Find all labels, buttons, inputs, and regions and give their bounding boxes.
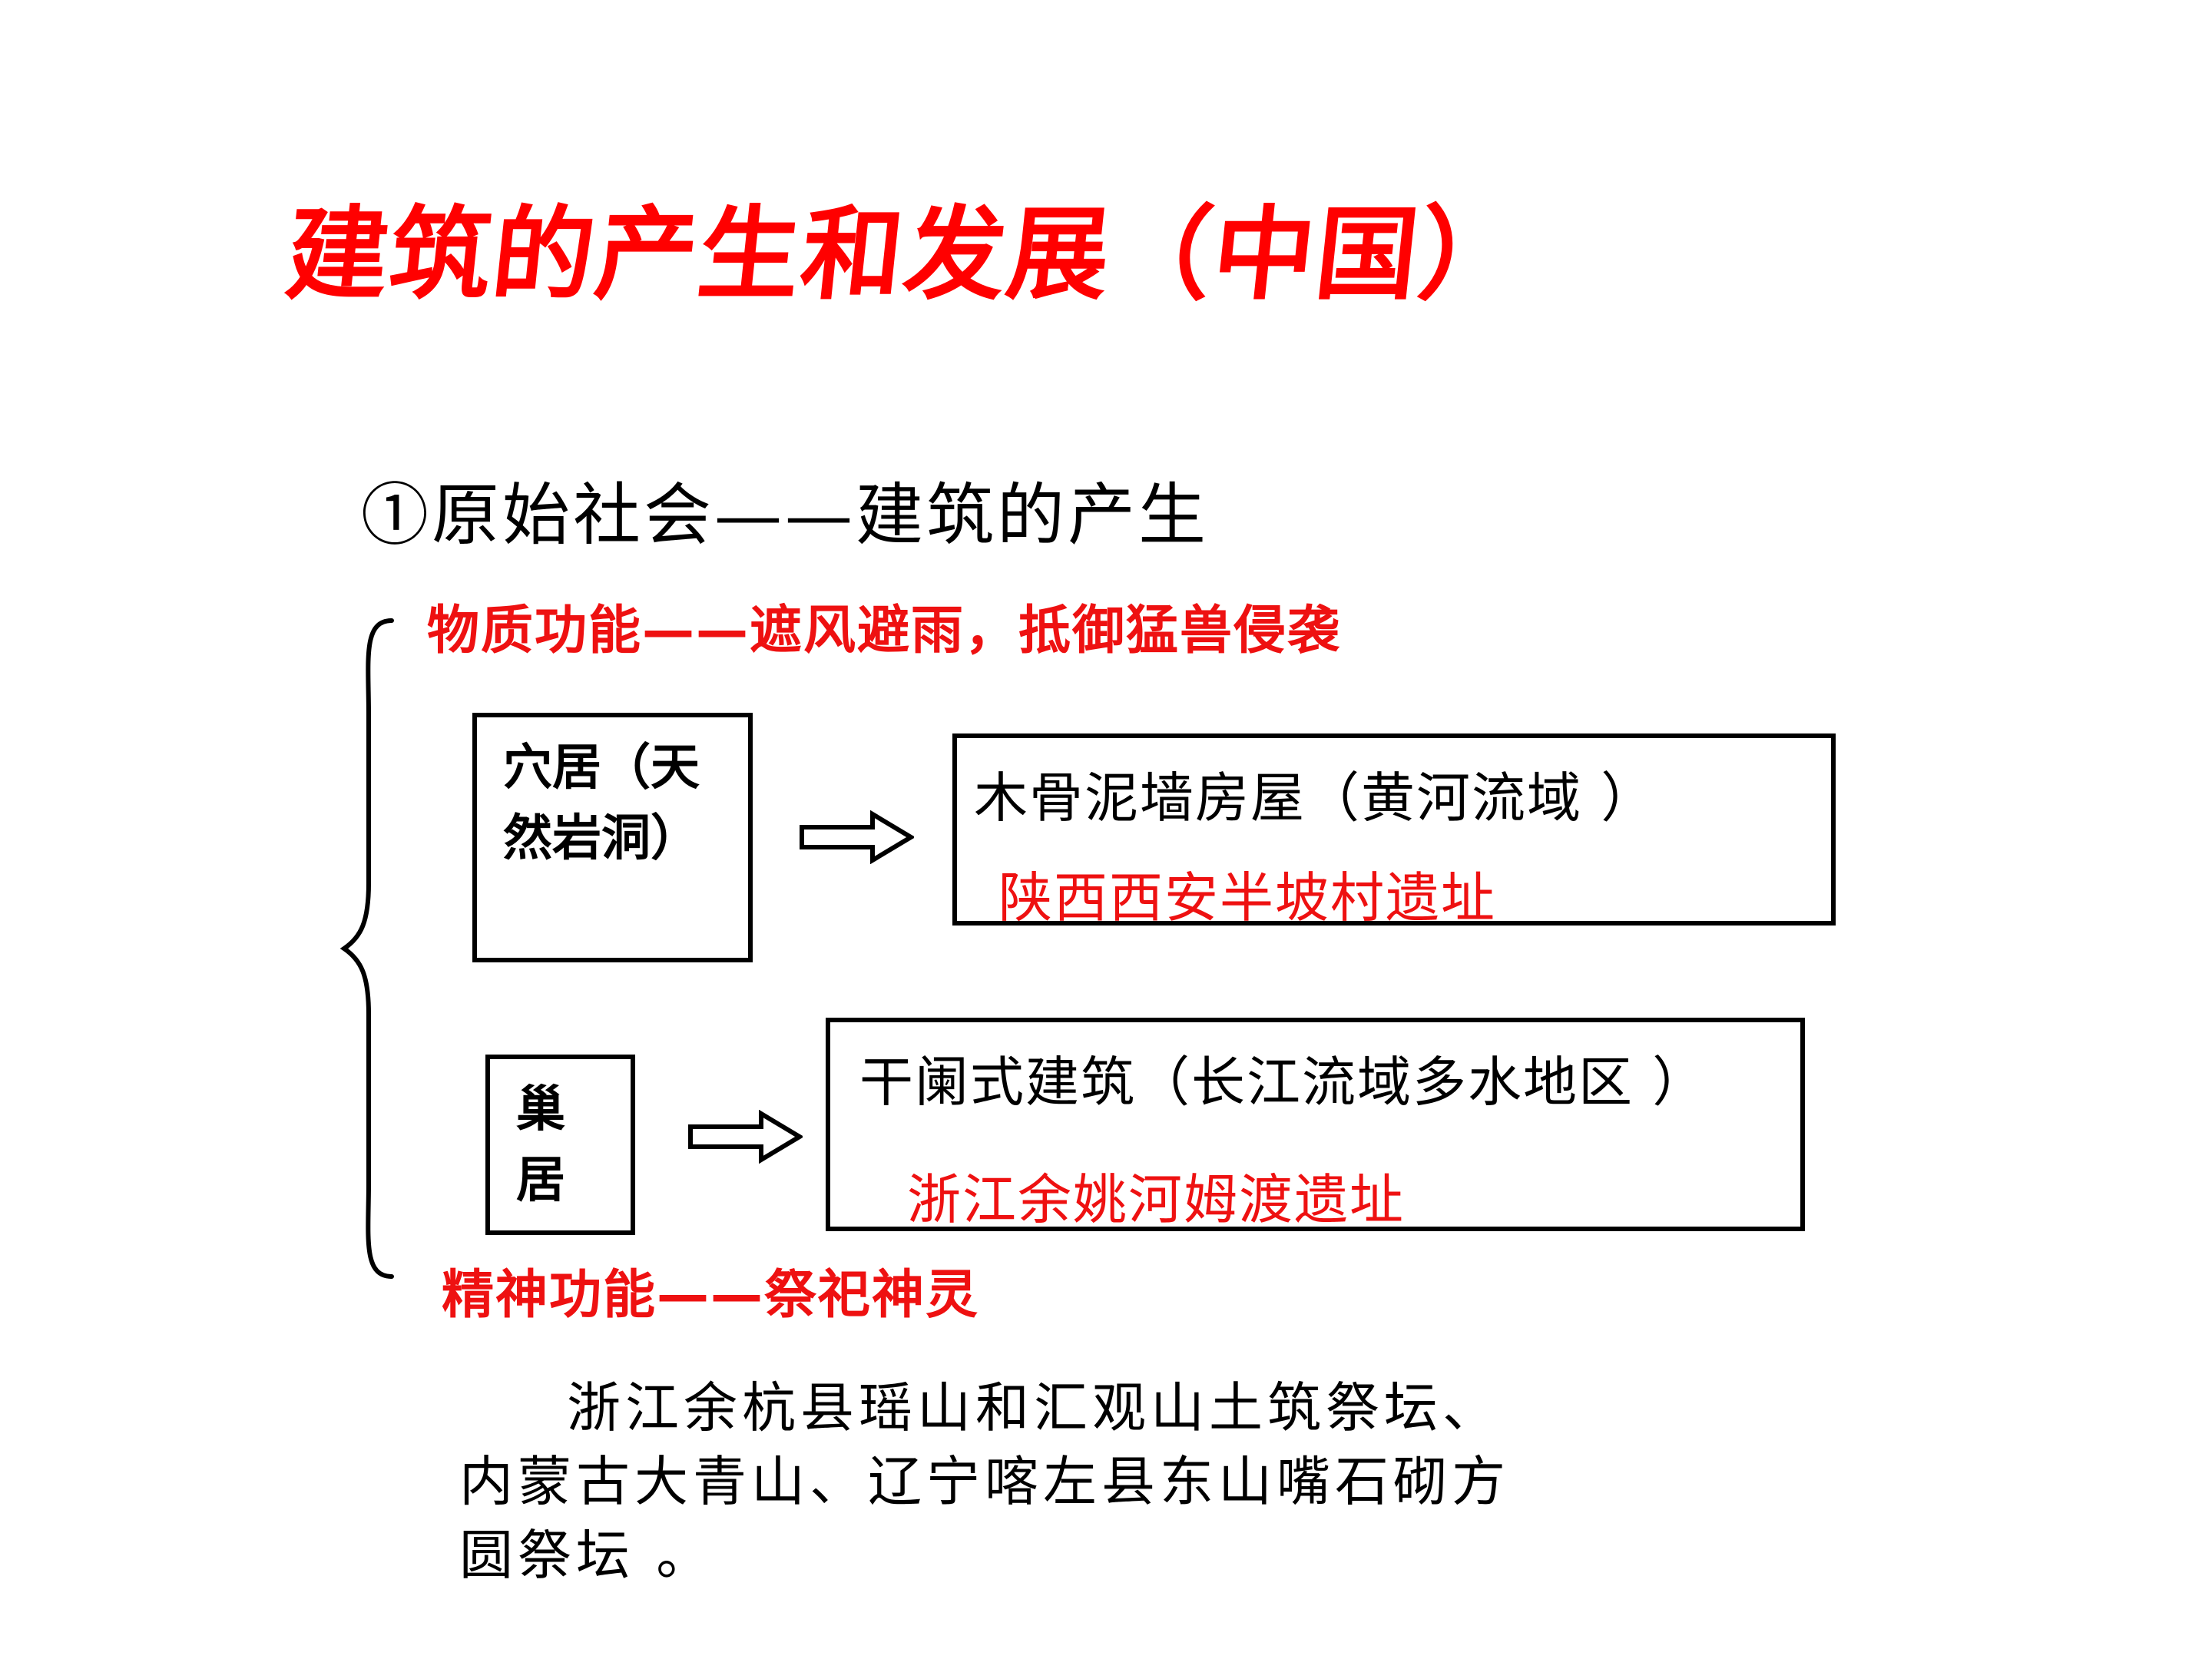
yangtze-river-box: 干阑式建筑（长江流域多水地区 ） 浙江余姚河姆渡遗址 — [826, 1018, 1805, 1231]
timber-mud-house-text: 木骨泥墙房屋（黄河流域 ） — [974, 767, 1657, 830]
hollow-right-arrow-icon — [800, 810, 914, 864]
material-function-label: 物质功能——遮风避雨，抵御猛兽侵袭 — [427, 601, 1342, 661]
nest-dwelling-box: 巢居 — [485, 1055, 635, 1235]
hemudu-site-text: 浙江余姚河姆渡遗址 — [907, 1168, 1405, 1231]
yellow-river-box: 木骨泥墙房屋（黄河流域 ） 陕西西安半坡村遗址 — [952, 733, 1836, 929]
altars-paragraph: 浙江余杭县瑶山和汇观山土筑祭坛、内蒙古大青山、辽宁喀左县东山嘴石砌方圆祭坛 。 — [459, 1376, 1510, 1587]
section-heading: ①原始社会——建筑的产生 — [361, 475, 1210, 555]
left-curly-brace-icon — [339, 618, 394, 1279]
slide-title: 建筑的产生和发展（中国） — [280, 196, 1528, 314]
banpo-site-text: 陕西西安半坡村遗址 — [998, 866, 1496, 929]
cave-dwelling-box: 穴居（天然岩洞） — [472, 713, 753, 962]
cave-dwelling-label: 穴居（天然岩洞） — [503, 740, 700, 867]
hollow-right-arrow-icon — [688, 1110, 803, 1164]
nest-dwelling-label: 巢居 — [516, 1081, 565, 1209]
spiritual-function-label: 精神功能——祭祀神灵 — [442, 1265, 980, 1326]
stilt-house-text: 干阑式建筑（长江流域多水地区 ） — [859, 1051, 1708, 1114]
